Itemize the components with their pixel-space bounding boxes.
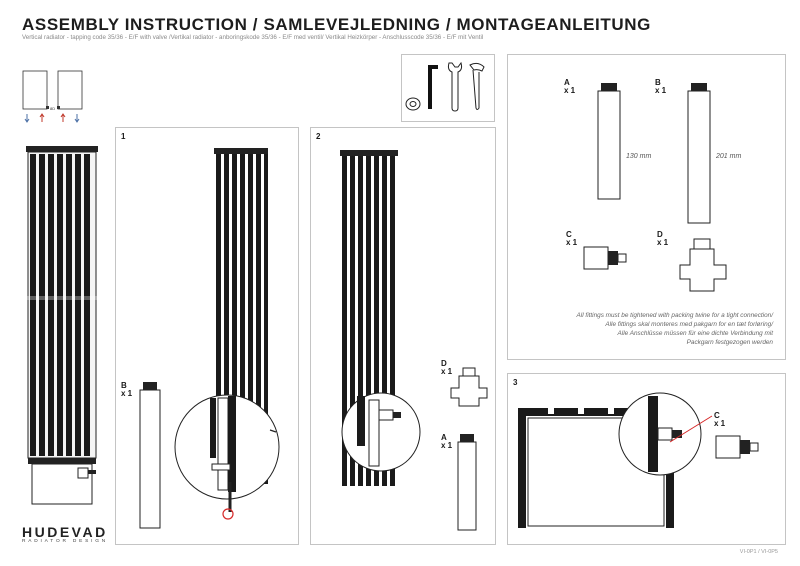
part-quantity: x 1: [564, 86, 576, 95]
red-highlight-mark: [222, 482, 234, 520]
pointer-line: [669, 415, 713, 443]
hex-key-icon: [428, 65, 438, 109]
step2-detail-zoom: [341, 392, 421, 472]
radiator-step2-illustration: [340, 150, 398, 486]
document-subtitle: Vertical radiator - tapping code 35/36 -…: [22, 34, 484, 41]
part-d-label: D x 1: [657, 231, 668, 247]
parts-panel: A x 1 130 mm B x 1 201 mm C x 1 D x 1 Al…: [507, 54, 786, 360]
part-d-label: D x 1: [441, 360, 452, 376]
part-d-valve: [679, 238, 727, 292]
step-2-panel: 2 D x 1 A x 1: [310, 127, 496, 545]
part-quantity: x 1: [714, 419, 726, 428]
part-b-label: B x 1: [655, 79, 666, 95]
step-3-number: 3: [513, 378, 518, 387]
document-code: VI-0P1 / VI-0P5: [739, 549, 778, 555]
part-a-label: A x 1: [441, 434, 452, 450]
radiator-overview-illustration: [26, 146, 98, 505]
part-letter: B: [121, 381, 127, 390]
brand-tagline: RADIATOR DESIGN: [22, 539, 109, 544]
tools-panel: [401, 54, 495, 122]
part-quantity: x 1: [655, 86, 667, 95]
part-quantity: x 1: [121, 389, 133, 398]
valve-d: [450, 367, 488, 407]
fitting-instruction-note: All fittings must be tightened with pack…: [577, 311, 773, 347]
packing-twine-icon: [405, 97, 421, 111]
part-b-label: B x 1: [121, 382, 132, 398]
part-quantity: x 1: [441, 441, 453, 450]
extension-pipe-a: [457, 434, 477, 531]
document-title: ASSEMBLY INSTRUCTION / SAMLEVEJLEDNING /…: [22, 15, 651, 34]
part-a-pipe: [597, 83, 621, 200]
step-2-number: 2: [316, 132, 321, 141]
step3-detail-zoom: [618, 392, 702, 476]
part-quantity: x 1: [657, 238, 669, 247]
step-1-panel: 1 B x 1: [115, 127, 299, 545]
part-a-length: 130 mm: [626, 153, 652, 160]
svg-text:8D: 8D: [50, 106, 55, 111]
part-b-pipe: [687, 83, 711, 224]
step-1-number: 1: [121, 132, 126, 141]
part-letter: D: [657, 230, 663, 239]
part-letter: C: [566, 230, 572, 239]
wrench-icon: [447, 61, 463, 112]
step1-detail-zoom: [174, 394, 280, 500]
part-c-label: C x 1: [714, 412, 725, 428]
note-line: Packgarn festgezogen werden: [686, 339, 773, 346]
part-letter: A: [564, 78, 570, 87]
pipe-wrench-icon: [469, 62, 485, 110]
part-a-label: A x 1: [564, 79, 575, 95]
part-letter: B: [655, 78, 661, 87]
note-line: Alle fittings skal monteres med pakgarn …: [605, 321, 773, 328]
part-c-fitting: [715, 435, 759, 459]
radiator-step1-illustration: [214, 148, 268, 484]
part-letter: D: [441, 359, 447, 368]
step-3-panel: 3 C x 1: [507, 373, 786, 545]
part-letter: A: [441, 433, 447, 442]
part-quantity: x 1: [441, 367, 453, 376]
note-line: All fittings must be tightened with pack…: [576, 312, 773, 319]
part-quantity: x 1: [566, 238, 578, 247]
part-c-label: C x 1: [566, 231, 577, 247]
part-c-fitting: [583, 246, 627, 270]
connection-diagram: 8D: [22, 70, 83, 123]
part-letter: C: [714, 411, 720, 420]
part-b-length: 201 mm: [716, 153, 742, 160]
note-line: Alle Anschlüsse müssen für eine dichte V…: [617, 330, 773, 337]
brand-logo: HUDEVAD: [22, 524, 108, 540]
extension-pipe-b: [139, 382, 161, 529]
